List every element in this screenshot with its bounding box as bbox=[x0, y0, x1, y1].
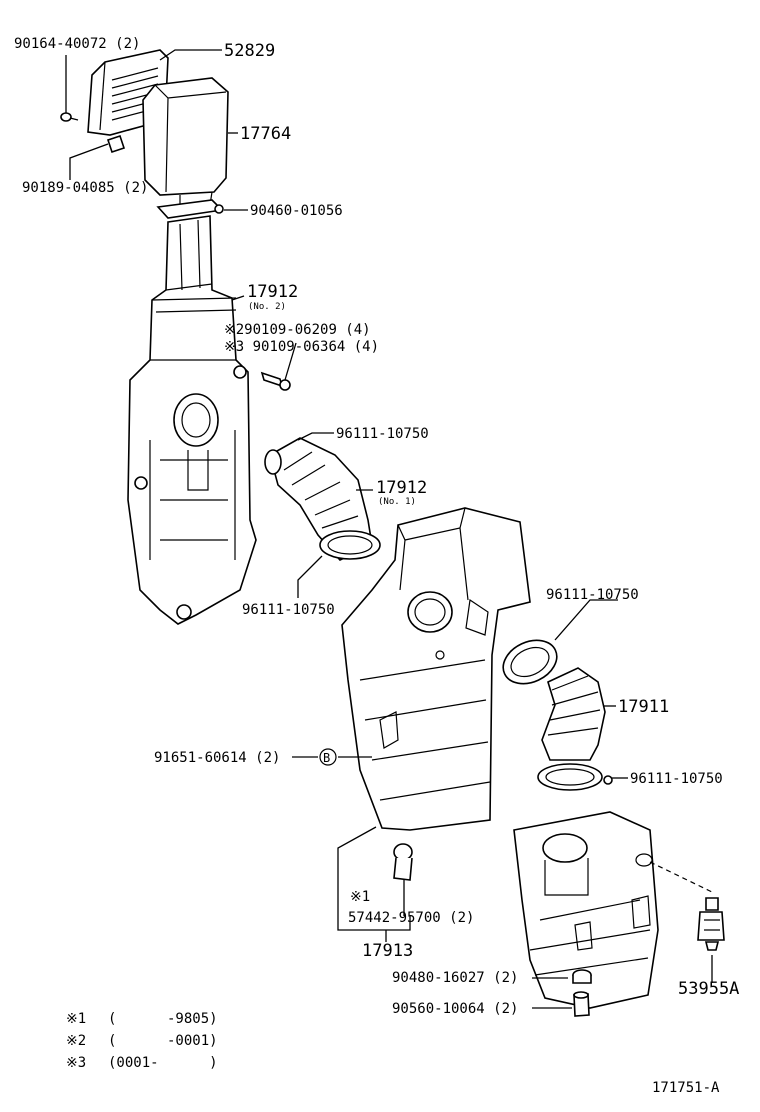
footnotes: ※1 ( -9805) ※2 ( -0001) ※3 (0001- ) bbox=[66, 1011, 218, 1071]
label-91651: 91651-60614 (2) bbox=[154, 750, 280, 766]
valve-53955a bbox=[697, 897, 725, 951]
footnote-1-range: ( -9805) bbox=[108, 1011, 218, 1027]
footnote-3-mark: ※3 bbox=[66, 1055, 86, 1071]
label-96111-c: 96111-10750 bbox=[546, 587, 639, 603]
label-17913: 17913 bbox=[362, 941, 413, 961]
label-96111-a: 96111-10750 bbox=[336, 426, 429, 442]
clip-90189 bbox=[106, 134, 126, 154]
footnote-2-range: ( -0001) bbox=[108, 1033, 218, 1049]
label-96111-b: 96111-10750 bbox=[242, 602, 335, 618]
hose-17911 bbox=[502, 639, 613, 791]
intake-head-17764 bbox=[142, 77, 229, 206]
label-90460: 90460-01056 bbox=[250, 203, 343, 219]
hose-17912-no1 bbox=[264, 437, 381, 561]
label-53955a: 53955A bbox=[678, 979, 739, 999]
footnote-2-mark: ※2 bbox=[66, 1033, 86, 1049]
bolt-90164 bbox=[60, 112, 79, 122]
footnote-3-range: (0001- ) bbox=[108, 1055, 218, 1071]
label-note1-mark: ※1 bbox=[350, 889, 370, 905]
b-mark-letter: B bbox=[323, 751, 330, 765]
label-96111-d: 96111-10750 bbox=[630, 771, 723, 787]
label-17912-no1: 17912 bbox=[376, 478, 427, 498]
label-90189: 90189-04085 (2) bbox=[22, 180, 148, 196]
leader-lines bbox=[65, 49, 713, 1009]
air-cleaner-17913 bbox=[341, 507, 531, 831]
label-90164: 90164-40072 (2) bbox=[14, 36, 140, 52]
grommet-57442 bbox=[393, 843, 413, 881]
label-57442: 57442-95700 (2) bbox=[348, 910, 474, 926]
label-17912-no2: 17912 bbox=[247, 282, 298, 302]
label-90109-a: ※290109-06209 (4) bbox=[224, 322, 371, 338]
label-90560: 90560-10064 (2) bbox=[392, 1001, 518, 1017]
lower-case bbox=[513, 811, 659, 1009]
label-90109-b: ※3 90109-06364 (4) bbox=[224, 339, 379, 355]
label-52829: 52829 bbox=[224, 41, 275, 61]
figure-number: 171751-A bbox=[652, 1080, 720, 1096]
label-17912-no1-sub: (No. 1) bbox=[378, 497, 416, 507]
label-90480: 90480-16027 (2) bbox=[392, 970, 518, 986]
part-labels: 90164-40072 (2) 52829 17764 90189-04085 … bbox=[14, 36, 739, 1017]
label-17764: 17764 bbox=[240, 124, 291, 144]
cushion-90560 bbox=[573, 991, 590, 1017]
gasket-90460 bbox=[156, 199, 224, 219]
label-17912-no2-sub: (No. 2) bbox=[248, 302, 286, 312]
duct-17912-no2 bbox=[127, 215, 257, 625]
label-17911: 17911 bbox=[618, 697, 669, 717]
b-mark-icon: B bbox=[319, 748, 337, 766]
footnote-1-mark: ※1 bbox=[66, 1011, 86, 1027]
grommet-90480 bbox=[572, 969, 592, 984]
